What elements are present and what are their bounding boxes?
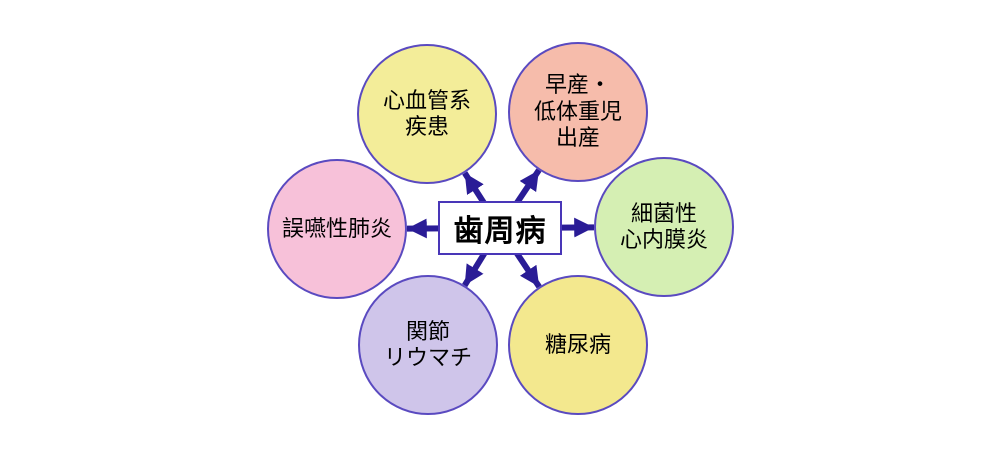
center-box-periodontal-disease: 歯周病 xyxy=(438,201,562,255)
node-label-diabetes: 糖尿病 xyxy=(544,331,611,357)
node-aspiration-pneumonia: 誤嚥性肺炎 xyxy=(267,159,407,299)
node-label-bacterial-endocarditis: 細菌性 心内膜炎 xyxy=(619,200,708,252)
node-label-cardiovascular-disease: 心血管系 疾患 xyxy=(382,87,471,139)
node-label-rheumatoid-arthritis: 関節 リウマチ xyxy=(383,318,472,370)
node-rheumatoid-arthritis: 関節 リウマチ xyxy=(358,275,498,415)
node-label-preterm-low-birth-weight: 早産・ 低体重児 出産 xyxy=(533,72,622,151)
node-cardiovascular-disease: 心血管系 疾患 xyxy=(357,44,497,184)
node-preterm-low-birth-weight: 早産・ 低体重児 出産 xyxy=(508,42,648,182)
node-diabetes: 糖尿病 xyxy=(508,275,648,415)
center-label: 歯周病 xyxy=(453,215,547,248)
node-bacterial-endocarditis: 細菌性 心内膜炎 xyxy=(594,157,734,297)
node-label-aspiration-pneumonia: 誤嚥性肺炎 xyxy=(281,215,392,241)
